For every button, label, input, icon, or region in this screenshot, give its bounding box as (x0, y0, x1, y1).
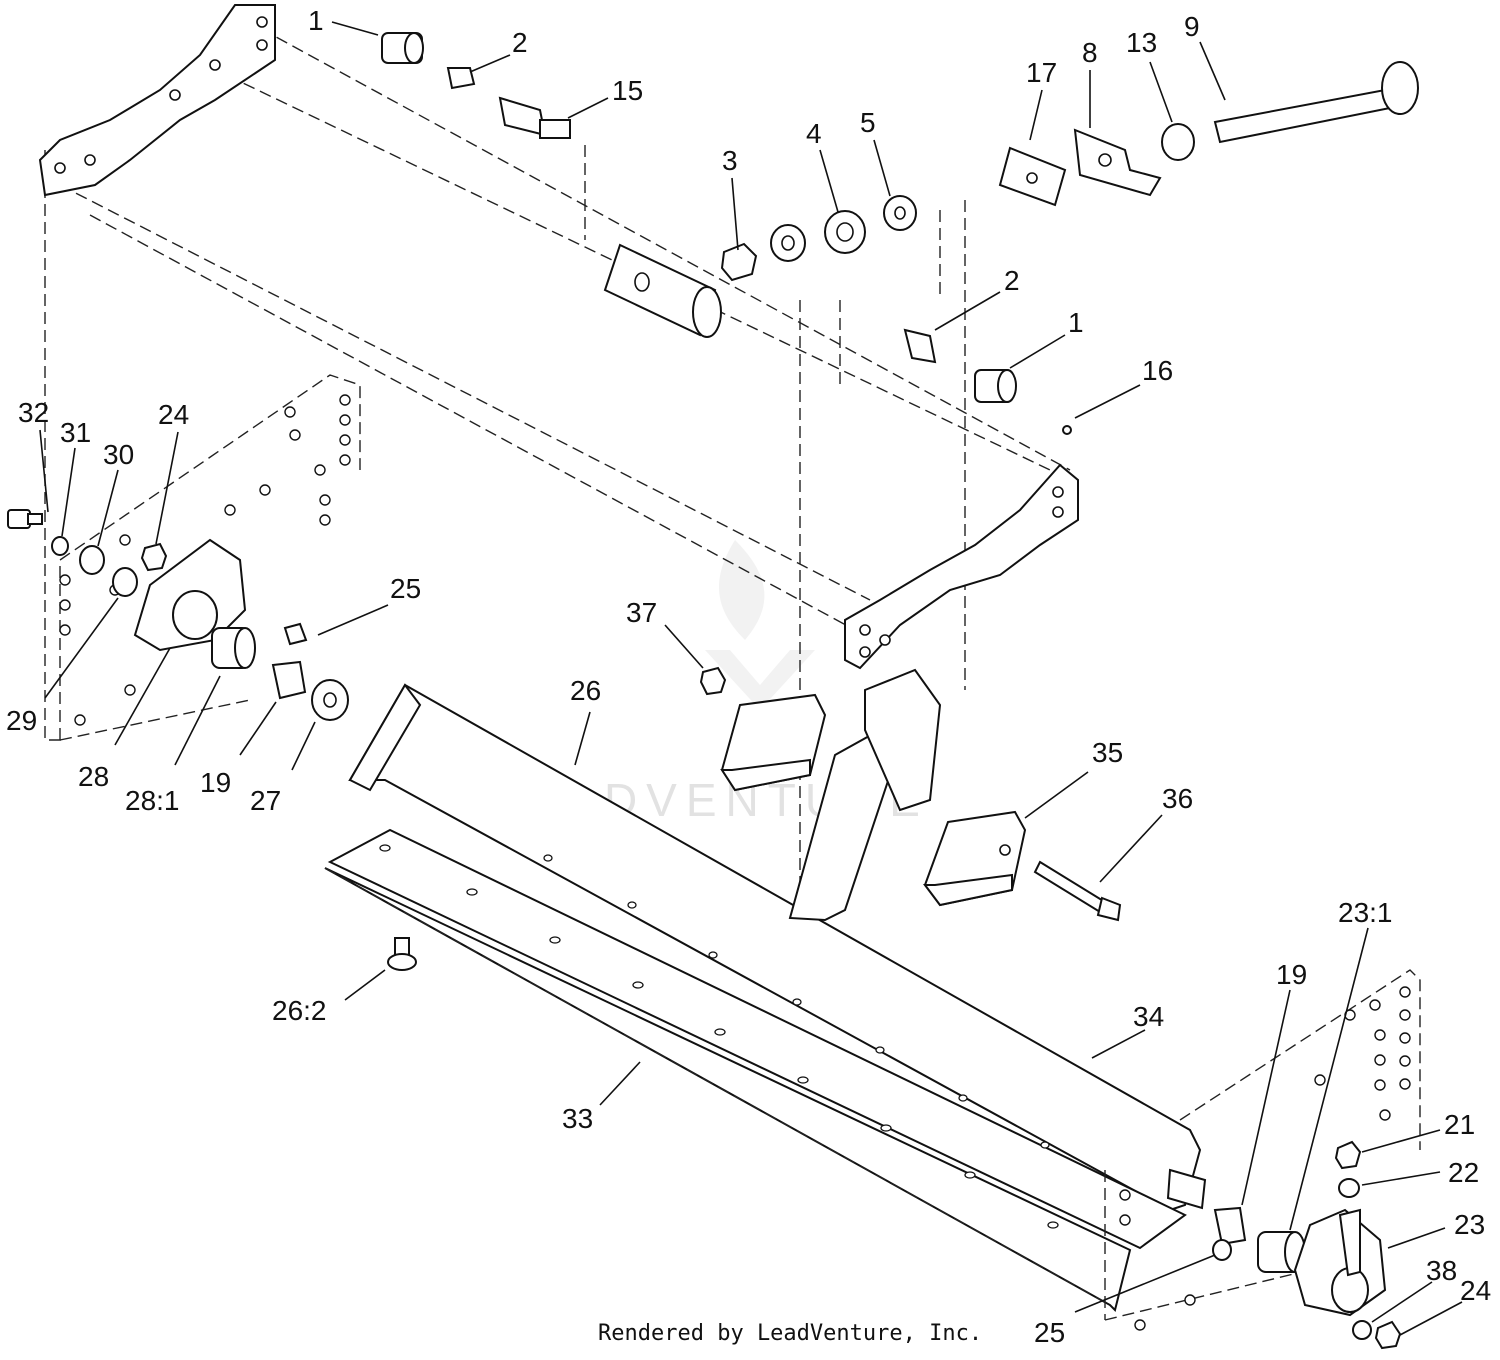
seal-19-left (271, 660, 307, 700)
callout-5: 5 (860, 107, 876, 138)
bedbar-26 (327, 683, 1202, 1250)
seal-19-right (1213, 1206, 1247, 1246)
bolt-36 (1033, 860, 1122, 922)
callout-30: 30 (103, 439, 134, 470)
watermark-logo (705, 540, 815, 710)
callout-17: 17 (1026, 57, 1057, 88)
pivot-pin-15 (498, 96, 571, 139)
callout-3: 3 (722, 145, 738, 176)
callout-4: 4 (806, 118, 822, 149)
washer-center (770, 224, 806, 262)
support-bracket (788, 668, 942, 922)
callout-34: 34 (1133, 1001, 1164, 1032)
washer-31 (51, 536, 69, 556)
adjuster-screw-9 (1213, 61, 1419, 144)
callout-24-right: 24 (1460, 1275, 1491, 1306)
bearing-housing-28 (133, 538, 247, 652)
washer-30 (79, 545, 105, 575)
callout-25-left: 25 (390, 573, 421, 604)
nut-3 (720, 242, 758, 282)
callout-37: 37 (626, 597, 657, 628)
callout-2-top: 2 (512, 27, 528, 58)
leader-lines (39, 21, 1463, 1336)
bedknife-33 (324, 867, 1132, 1312)
bearing-28-1 (211, 627, 256, 669)
callout-22: 22 (1448, 1157, 1479, 1188)
washer-5 (883, 195, 917, 231)
block-17 (998, 146, 1067, 207)
bearing-clip-25-left (283, 622, 308, 646)
pad-left (720, 693, 827, 792)
callout-25-right: 25 (1034, 1317, 1065, 1348)
callout-16: 16 (1142, 355, 1173, 386)
callout-1-right: 1 (1068, 307, 1084, 338)
render-credit: Rendered by LeadVenture, Inc. (598, 1321, 982, 1346)
grease-fitting-2-top (446, 67, 476, 90)
callout-23-1: 23:1 (1338, 897, 1393, 928)
callout-9: 9 (1184, 11, 1200, 42)
washer-27 (311, 679, 349, 721)
callout-35: 35 (1092, 737, 1123, 768)
callout-15: 15 (612, 75, 643, 106)
callout-28-1: 28:1 (125, 785, 180, 816)
callout-26-2: 26:2 (272, 995, 327, 1026)
callout-31: 31 (60, 417, 91, 448)
callout-28: 28 (78, 761, 109, 792)
washer-29 (112, 567, 138, 597)
screw-16 (1062, 425, 1072, 435)
callout-21: 21 (1444, 1109, 1475, 1140)
spring-washer-4 (824, 210, 866, 254)
bushing-1-right (974, 369, 1017, 403)
screw-26-2 (387, 937, 417, 971)
callout-1-top: 1 (308, 5, 324, 36)
cross-tube (60, 165, 610, 460)
bushing-1-top (381, 32, 424, 64)
spacer-13 (1161, 123, 1195, 161)
bearing-clip-25-right (1212, 1239, 1232, 1261)
callout-19-left: 19 (200, 767, 231, 798)
bolt-32 (7, 509, 43, 529)
callout-32: 32 (18, 397, 49, 428)
callout-19-right: 19 (1276, 959, 1307, 990)
callout-29: 29 (6, 705, 37, 736)
washer-38 (1352, 1320, 1372, 1340)
callout-2-right: 2 (1004, 265, 1020, 296)
bedbar-holes (379, 844, 1059, 1229)
grease-fitting-2-right (903, 328, 937, 364)
callout-24-left: 24 (158, 399, 189, 430)
housing-23 (1293, 1208, 1387, 1317)
callout-23: 23 (1454, 1209, 1485, 1240)
callout-8: 8 (1082, 37, 1098, 68)
adjuster-tube (603, 243, 722, 338)
washer-22 (1338, 1178, 1360, 1198)
callout-33: 33 (562, 1103, 593, 1134)
shaft-end-right (1166, 1168, 1207, 1210)
pad-35 (923, 810, 1027, 907)
bracket-8 (1073, 128, 1162, 197)
callout-26: 26 (570, 675, 601, 706)
callout-27: 27 (250, 785, 281, 816)
callout-38: 38 (1426, 1255, 1457, 1286)
nut-21 (1334, 1140, 1362, 1170)
bolt-24-right (1374, 1320, 1402, 1350)
nut-24-left (140, 542, 168, 572)
right-lower-side-plate (1104, 969, 1421, 1331)
right-side-plate (844, 463, 1079, 670)
nut-37 (699, 666, 727, 696)
left-upper-side-plate (38, 4, 276, 197)
callout-labels: 1 2 15 3 4 5 17 8 13 9 2 1 16 32 31 30 2… (6, 5, 1491, 1348)
callout-36: 36 (1162, 783, 1193, 814)
callout-13: 13 (1126, 27, 1157, 58)
